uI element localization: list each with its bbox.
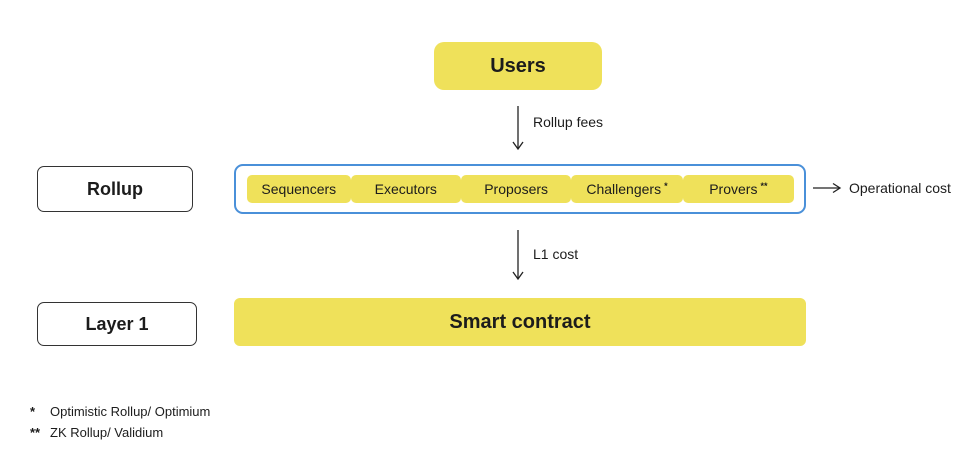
role-footnote-mark: ** bbox=[760, 181, 768, 191]
smart-contract-label: Smart contract bbox=[449, 310, 591, 333]
role-label: Proposers bbox=[484, 181, 549, 197]
role-provers: Provers** bbox=[682, 175, 794, 203]
role-label: Challengers bbox=[586, 181, 662, 197]
users-box: Users bbox=[434, 42, 602, 90]
role-executors: Executors bbox=[350, 175, 461, 203]
footnote-mark: ** bbox=[30, 425, 41, 440]
rollup-roles-frame: Sequencers Executors Proposers Challenge… bbox=[234, 164, 806, 214]
role-label: Sequencers bbox=[261, 181, 337, 197]
role-label: Executors bbox=[374, 181, 437, 197]
role-sequencers: Sequencers bbox=[247, 175, 351, 203]
footnote-mark: * bbox=[30, 404, 36, 419]
role-label: Provers bbox=[709, 181, 758, 197]
smart-contract-box: Smart contract bbox=[234, 298, 806, 346]
role-challengers: Challengers* bbox=[571, 175, 683, 203]
operational-cost-arrow bbox=[813, 182, 842, 194]
role-proposers: Proposers bbox=[460, 175, 572, 203]
footnote-text: ZK Rollup/ Validium bbox=[50, 425, 164, 440]
rollup-row-label: Rollup bbox=[37, 166, 193, 212]
operational-cost-label: Operational cost bbox=[849, 180, 951, 196]
layer1-row-label: Layer 1 bbox=[37, 302, 197, 346]
l1-cost-label: L1 cost bbox=[533, 246, 579, 262]
rollup-label-text: Rollup bbox=[87, 178, 143, 199]
layer1-label-text: Layer 1 bbox=[85, 313, 149, 334]
rollup-fees-arrow bbox=[512, 106, 524, 151]
footnote-zk: ** ZK Rollup/ Validium bbox=[30, 425, 163, 440]
footnote-optimistic: * Optimistic Rollup/ Optimium bbox=[30, 404, 210, 419]
role-footnote-mark: * bbox=[664, 181, 668, 191]
rollup-fees-label: Rollup fees bbox=[533, 114, 604, 130]
users-label: Users bbox=[490, 54, 546, 77]
footnote-text: Optimistic Rollup/ Optimium bbox=[50, 404, 211, 419]
l1-cost-arrow bbox=[512, 230, 524, 281]
